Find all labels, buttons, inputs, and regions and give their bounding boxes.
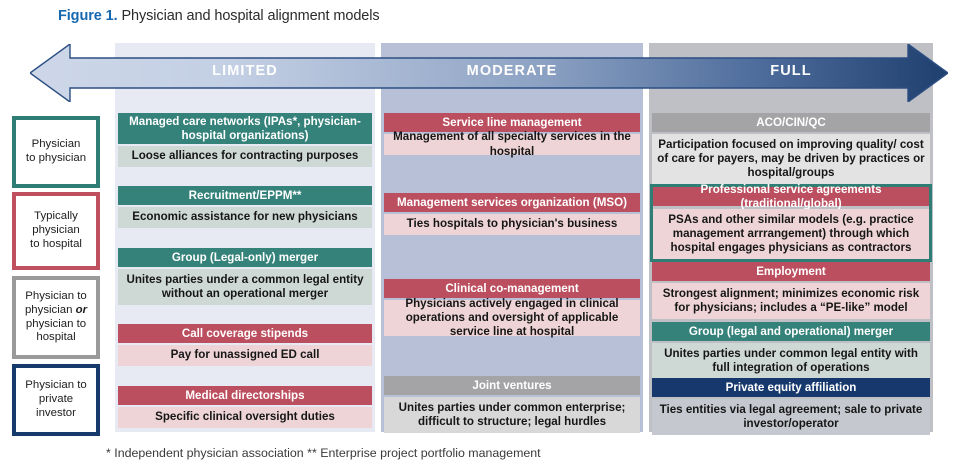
item-header: Private equity affiliation bbox=[652, 378, 930, 397]
item-description: Unites parties under a common legal enti… bbox=[118, 269, 372, 305]
item-description: Management of all specialty services in … bbox=[384, 130, 640, 158]
item-header: Joint ventures bbox=[384, 376, 640, 395]
item-header: Medical directorships bbox=[118, 386, 372, 405]
figure-number: Figure 1. bbox=[58, 8, 118, 24]
item-header: Professional service agreements (traditi… bbox=[653, 183, 929, 210]
item-description: PSAs and other similar models (e.g. prac… bbox=[653, 209, 929, 259]
column-band-limited bbox=[115, 43, 375, 432]
alignment-spectrum-arrow bbox=[30, 44, 948, 102]
item-header: Call coverage stipends bbox=[118, 324, 372, 343]
item-header: Service line management bbox=[384, 113, 640, 132]
item-header: ACO/CIN/QC bbox=[652, 113, 930, 132]
page-title: Figure 1. Physician and hospital alignme… bbox=[58, 8, 380, 24]
item-description: Ties hospitals to physician's business bbox=[384, 214, 640, 235]
item-description: Ties entities via legal agreement; sale … bbox=[652, 399, 930, 435]
item-description: Specific clinical oversight duties bbox=[118, 407, 372, 428]
item-description: Pay for unassigned ED call bbox=[118, 345, 372, 366]
item-header: Recruitment/EPPM** bbox=[118, 186, 372, 205]
item-description: Economic assistance for new physicians bbox=[118, 207, 372, 228]
psa-emphasis-outline bbox=[650, 184, 932, 262]
item-description: Physicians actively engaged in clinical … bbox=[384, 297, 640, 338]
item-description: Strongest alignment; minimizes economic … bbox=[652, 283, 930, 319]
axis-label-full: FULL bbox=[770, 63, 812, 79]
item-header: Employment bbox=[652, 262, 930, 281]
item-description: Participation focused on improving quali… bbox=[652, 134, 930, 184]
item-header: Group (Legal-only) merger bbox=[118, 248, 372, 267]
item-header: Managed care networks (IPAs*, physician-… bbox=[118, 113, 372, 144]
item-description: Unites parties under common enterprise; … bbox=[384, 397, 640, 433]
footnote: * Independent physician association ** E… bbox=[106, 446, 541, 460]
item-description: Unites parties under common legal entity… bbox=[652, 343, 930, 379]
figure-title-text: Physician and hospital alignment models bbox=[117, 8, 380, 24]
axis-label-limited: LIMITED bbox=[212, 63, 278, 79]
axis-label-moderate: MODERATE bbox=[466, 63, 558, 79]
item-header: Group (legal and operational) merger bbox=[652, 322, 930, 341]
item-header: Clinical co-management bbox=[384, 279, 640, 298]
item-header: Management services organization (MSO) bbox=[384, 193, 640, 212]
column-band-moderate bbox=[381, 43, 643, 432]
item-description: Loose alliances for contracting purposes bbox=[118, 146, 372, 167]
